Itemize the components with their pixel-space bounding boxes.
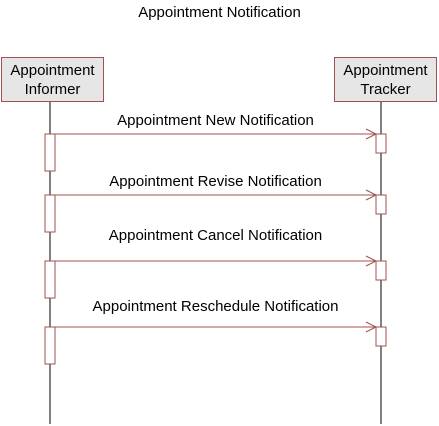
informer-activation [44, 260, 56, 299]
informer-activation [44, 326, 56, 365]
informer-name-line1: Appointment [10, 61, 95, 79]
informer-activation [44, 194, 56, 233]
tracker-name-line2: Tracker [360, 80, 411, 98]
informer-activation [44, 133, 56, 172]
message-label: Appointment Revise Notification [109, 173, 322, 190]
informer-name-line2: Informer [24, 80, 81, 98]
tracker-lifeline-box: Appointment Tracker [334, 57, 437, 102]
tracker-activation [375, 326, 387, 347]
message-arrow [55, 255, 378, 267]
diagram-title: Appointment Notification [138, 4, 301, 21]
message-label: Appointment New Notification [117, 112, 314, 129]
message-label: Appointment Reschedule Notification [92, 298, 339, 315]
tracker-activation [375, 133, 387, 154]
tracker-name-line1: Appointment [343, 61, 428, 79]
message-arrow [55, 189, 378, 201]
tracker-activation [375, 260, 387, 281]
message-arrow [55, 128, 378, 140]
message-label: Appointment Cancel Notification [108, 227, 323, 244]
informer-lifeline-box: Appointment Informer [1, 57, 104, 102]
message-arrow [55, 321, 378, 333]
tracker-activation [375, 194, 387, 215]
